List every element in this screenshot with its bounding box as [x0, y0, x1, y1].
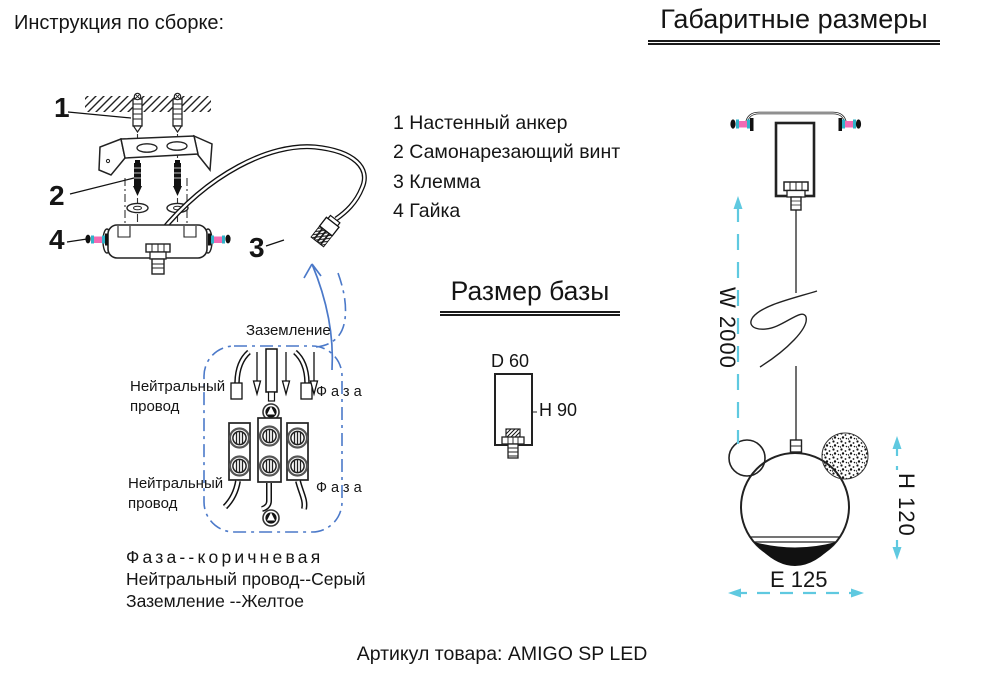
ground-label: Заземление — [246, 322, 331, 339]
wire-color-phase: Фаза--коричневая — [126, 547, 324, 567]
part-item: 3 Клемма — [393, 170, 481, 193]
phase-label-top: Фаза — [316, 384, 366, 400]
terminal-wiring-diagram — [203, 263, 347, 533]
wire-color-neutral: Нейтральный провод--Серый — [126, 568, 366, 589]
side-screw-left — [85, 233, 108, 246]
base-height-dim: H 90 — [539, 400, 578, 420]
bracket-screw-left — [730, 118, 754, 131]
dimension-lines — [728, 196, 902, 598]
callout-2: 2 — [49, 180, 65, 211]
part-item: 2 Самонарезающий винт — [393, 141, 621, 164]
wire-length-dim: W 2000 — [715, 287, 740, 369]
base-size-title: Размер базы — [440, 276, 620, 316]
phase-label-bottom: Фаза — [316, 480, 366, 496]
base-diameter-dim: D 60 — [491, 351, 530, 371]
neutral-wire-label-top: Нейтральный провод — [130, 378, 226, 415]
callout-4: 4 — [49, 224, 65, 255]
part-item: 4 Гайка — [393, 200, 461, 223]
lamp-width-dim: E 125 — [770, 567, 828, 592]
product-article: Артикул товара: AMIGO SP LED — [356, 643, 648, 665]
terminal-connector — [310, 214, 341, 248]
callout-3: 3 — [249, 232, 265, 263]
lamp-height-dim: H 120 — [894, 473, 919, 537]
part-item: 1 Настенный анкер — [393, 112, 568, 134]
dimensions-title: Габаритные размеры — [648, 4, 940, 45]
assembly-diagram — [66, 92, 367, 275]
parts-list: 1 Настенный анкер 2 Самонарезающий винт … — [393, 109, 620, 227]
callout-1: 1 — [54, 92, 70, 123]
base-drawing — [494, 373, 537, 459]
side-screw-right — [208, 233, 231, 246]
bracket-screw-right — [838, 118, 862, 131]
wire-color-legend: Фаза--коричневая Нейтральный провод--Сер… — [126, 547, 366, 612]
wire-color-ground: Заземление --Желтое — [126, 590, 304, 611]
neutral-wire-label-bottom: Нейтральный провод — [128, 475, 224, 512]
instructions-title: Инструкция по сборке: — [14, 12, 225, 34]
pendant-lamp-drawing — [728, 111, 902, 598]
